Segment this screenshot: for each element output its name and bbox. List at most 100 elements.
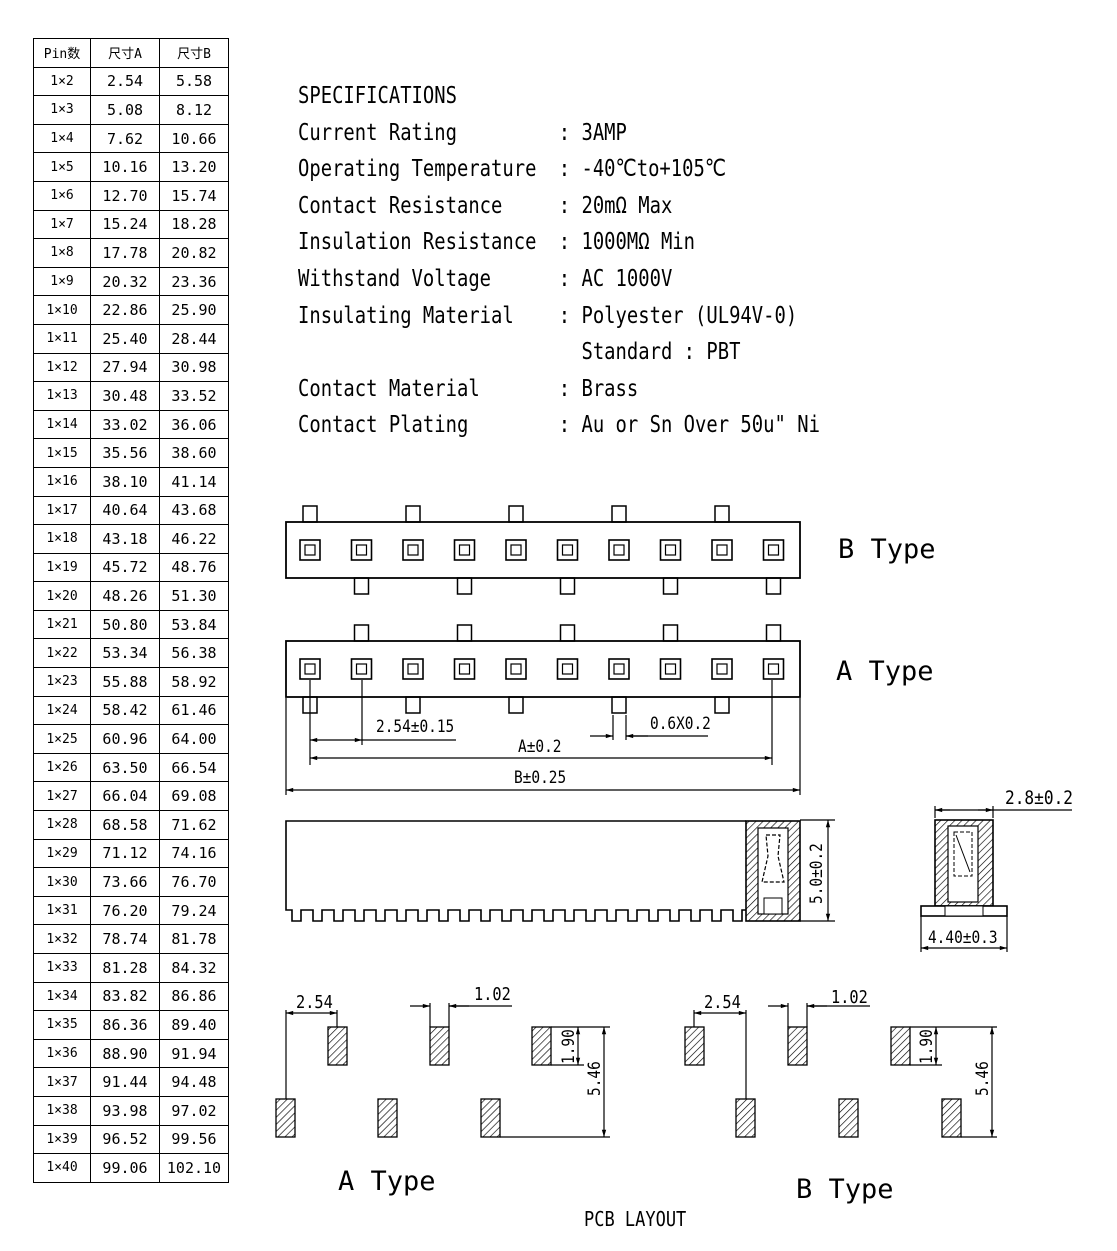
contact-cavity [762, 658, 785, 680]
spec-label: Operating Temperature [298, 156, 537, 183]
side-view [285, 819, 835, 922]
pin-tail [456, 624, 473, 642]
dim-b-cell: 84.32 [159, 953, 229, 983]
contact-cavity-inner [407, 544, 419, 556]
header-dim-a: 尺寸A [90, 38, 160, 68]
pcb-a-pitch: 2.54 [296, 991, 333, 1013]
dim-b-cell: 66.54 [159, 752, 229, 783]
pin-count-cell: 1×22 [33, 638, 91, 669]
dim-a-cell: 22.86 [90, 295, 160, 325]
contact-cavity [608, 658, 630, 680]
spec-label: Contact Material [298, 375, 480, 402]
pin-count-cell: 1×35 [33, 1010, 91, 1040]
dim-a-cell: 10.16 [90, 152, 160, 182]
pin-tail [456, 577, 473, 595]
contact-cavity-inner [716, 663, 728, 675]
contact-cavity-inner [355, 544, 368, 556]
dim-a-cell: 78.74 [90, 924, 160, 954]
dim-b-cell: 61.46 [159, 695, 229, 726]
dim-a-cell: 81.28 [90, 953, 160, 983]
contact-cavity [762, 539, 785, 561]
header-pin-count: Pin数 [33, 38, 91, 68]
dim-a-cell: 20.32 [90, 266, 160, 297]
pin-count-cell: 1×27 [33, 781, 91, 812]
spec-value: Standard : PBT [558, 339, 741, 366]
dim-b-cell: 18.28 [159, 209, 229, 240]
contact-cavity [299, 658, 321, 680]
spec-label: Current Rating [298, 119, 457, 146]
dim-a-cell: 68.58 [90, 810, 160, 840]
pin-tail [662, 624, 679, 642]
pin-count-cell: 1×11 [33, 323, 91, 354]
contact-cavity [299, 539, 321, 561]
pin-tail [302, 505, 318, 523]
dim-a-cell: 91.44 [90, 1067, 160, 1097]
pin-count-cell: 1×9 [33, 266, 91, 297]
contact-cavity-inner [664, 544, 677, 556]
contact-cavity-inner [561, 663, 574, 675]
pin-count-cell: 1×18 [33, 524, 91, 554]
pin-tail [559, 624, 576, 642]
dim-b-cell: 58.92 [159, 667, 229, 697]
dim-a-cell: 76.20 [90, 895, 160, 926]
spec-value: : 20mΩ Max [558, 192, 673, 219]
spec-value: : Au or Sn Over 50u" Ni [558, 412, 820, 439]
dim-b-cell: 8.12 [159, 95, 229, 125]
pcb-b-type-label: B Type [796, 1174, 894, 1205]
contact-cavity-inner [304, 544, 316, 556]
spec-value: : Polyester (UL94V-0) [558, 302, 798, 329]
dim-a-cell: 40.64 [90, 495, 160, 526]
pin-count-cell: 1×40 [33, 1153, 91, 1183]
a-dimension: A±0.2 [518, 736, 561, 756]
pcb-b-pad-width: 1.02 [831, 986, 868, 1008]
pcb-b-row-spacing: 5.46 [972, 1061, 992, 1096]
dim-b-cell: 74.16 [159, 838, 229, 869]
pin-count-cell: 1×14 [33, 409, 91, 440]
dim-b-cell: 48.76 [159, 552, 229, 583]
dim-a-cell: 12.70 [90, 180, 160, 211]
pcb-b-pitch: 2.54 [704, 991, 741, 1013]
dim-b-cell: 13.20 [159, 152, 229, 182]
contact-cavity-inner [407, 663, 419, 675]
contact-cavity [556, 658, 579, 680]
dim-a-cell: 86.36 [90, 1010, 160, 1040]
pin-count-cell: 1×24 [33, 695, 91, 726]
pin-tail [611, 696, 627, 714]
dim-b-cell: 91.94 [159, 1038, 229, 1069]
dim-b-cell: 79.24 [159, 895, 229, 926]
spec-label: Insulation Resistance [298, 229, 537, 256]
contact-cavity-inner [767, 663, 780, 675]
contact-cavity [505, 539, 527, 561]
contact-cavity [608, 539, 630, 561]
dim-a-cell: 99.06 [90, 1153, 160, 1183]
contact-cavity [402, 658, 424, 680]
dim-b-cell: 81.78 [159, 924, 229, 954]
dim-a-cell: 93.98 [90, 1095, 160, 1126]
end-view [920, 806, 1072, 952]
dim-b-cell: 23.36 [159, 266, 229, 297]
contact-cavity [505, 658, 527, 680]
pin-tail [405, 696, 421, 714]
dim-b-cell: 89.40 [159, 1010, 229, 1040]
contact-cavity [453, 658, 476, 680]
contact-cavity [556, 539, 579, 561]
specs-title-text: SPECIFICATIONS [298, 83, 457, 109]
pin-count-cell: 1×34 [33, 981, 91, 1012]
dim-a-cell: 30.48 [90, 381, 160, 411]
a-type-label: A Type [836, 656, 934, 687]
a-type-top-view [285, 624, 801, 714]
dim-b-cell: 41.14 [159, 466, 229, 497]
